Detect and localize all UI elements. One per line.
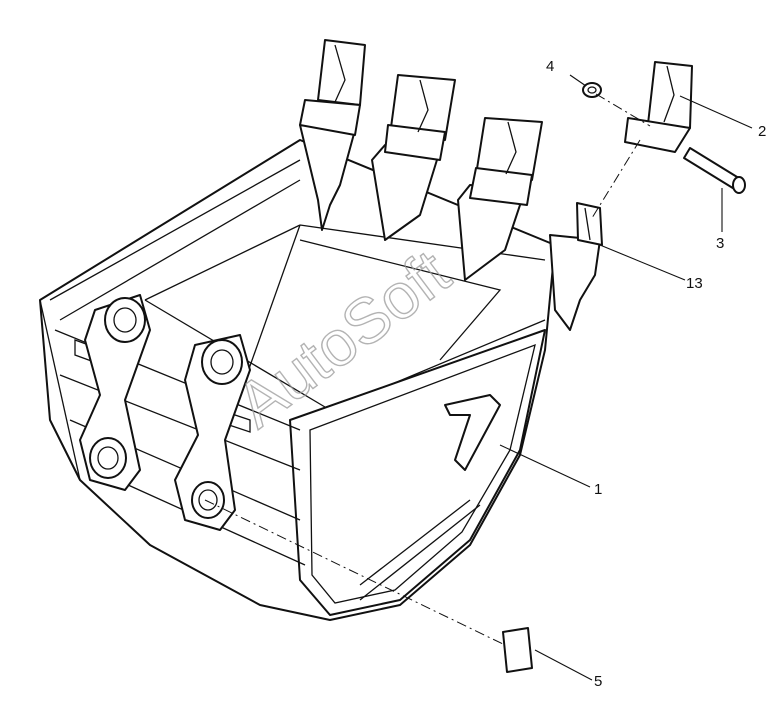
callout-5: 5 (594, 673, 602, 690)
decal-plate-5 (502, 627, 533, 673)
bucket-tooth-3 (457, 117, 543, 281)
callout-4: 4 (546, 58, 554, 75)
callout-3: 3 (716, 235, 724, 252)
mounting-lug-right (174, 334, 251, 531)
tooth-tip-2 (624, 61, 693, 153)
retaining-pin-3 (683, 147, 746, 194)
bucket-tooth-13 (549, 202, 603, 331)
callout-13: 13 (686, 275, 703, 292)
bucket-tooth-2 (371, 74, 456, 241)
callout-1: 1 (594, 481, 602, 498)
washer-4 (582, 82, 602, 98)
bucket-body (39, 139, 556, 621)
callout-2: 2 (758, 123, 766, 140)
assembly-lines (204, 93, 651, 646)
leader-lines (499, 74, 753, 681)
mounting-lug-left (79, 294, 151, 491)
bucket-tooth-1 (299, 39, 366, 231)
